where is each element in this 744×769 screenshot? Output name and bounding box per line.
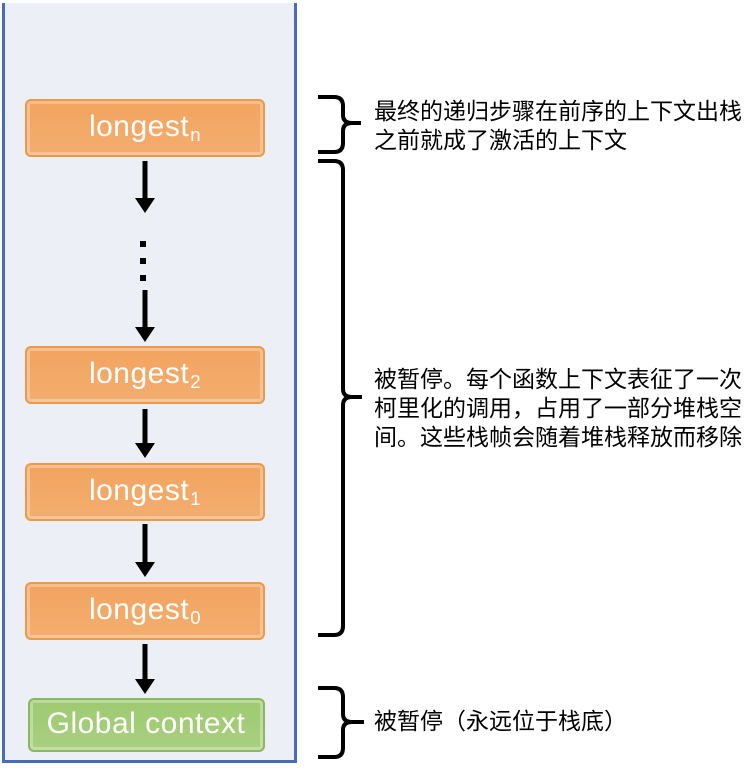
stack-frame-longest-n: longestn <box>25 99 265 157</box>
annotation-line: 柯里化的调用，占用了一部分堆栈空 <box>374 396 742 421</box>
stack-frame-longest-2: longest2 <box>25 346 265 404</box>
annotation-line: 间。这些栈帧会随着堆栈释放而移除 <box>374 425 742 450</box>
annotation-line: 被暂停（永远位于栈底） <box>374 709 627 734</box>
stack-frame-longest-1: longest1 <box>25 463 265 521</box>
right-brace-top <box>318 95 361 154</box>
annotation-final-step: 最终的递归步骤在前序的上下文出栈 之前就成了激活的上下文 <box>374 97 742 155</box>
annotation-line: 之前就成了激活的上下文 <box>374 128 627 153</box>
annotation-line: 最终的递归步骤在前序的上下文出栈 <box>374 99 742 124</box>
stack-frame-label: longest0 <box>88 592 202 628</box>
annotation-global-suspended: 被暂停（永远位于栈底） <box>374 707 627 736</box>
stack-frame-subscript: n <box>190 123 202 145</box>
stack-frame-longest-0: longest0 <box>25 582 265 640</box>
stack-frame-label: Global context <box>46 706 246 740</box>
stack-frame-subscript: 2 <box>190 370 202 392</box>
stack-frame-label: longest1 <box>88 473 202 509</box>
stack-frame-subscript: 1 <box>190 487 202 509</box>
annotation-suspended-frames: 被暂停。每个函数上下文表征了一次 柯里化的调用，占用了一部分堆栈空 间。这些栈帧… <box>374 365 742 452</box>
stack-frame-label: longest2 <box>88 356 202 392</box>
stack-frame-subscript: 0 <box>190 606 202 628</box>
stack-frame-label: longestn <box>88 109 202 145</box>
right-brace-middle <box>318 159 362 637</box>
right-brace-bottom <box>318 686 364 759</box>
annotation-line: 被暂停。每个函数上下文表征了一次 <box>374 367 742 392</box>
stack-frame-global-context: Global context <box>28 698 265 752</box>
